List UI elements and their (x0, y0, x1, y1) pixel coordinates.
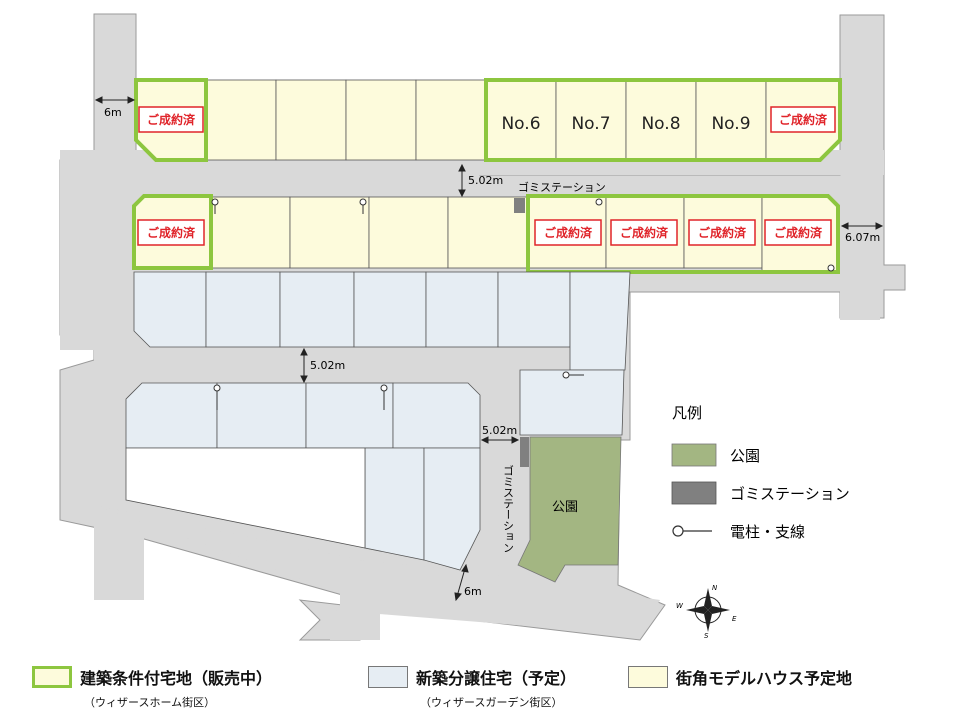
utility-poles (211, 198, 835, 410)
legend-garbage-swatch (671, 481, 717, 505)
condition-land-label: 建築条件付宅地（販売中） (80, 669, 273, 688)
lot-row4-2 (216, 382, 307, 449)
lot-top-4 (345, 79, 417, 161)
top-right-green-frame (484, 78, 842, 162)
lot-row2-4 (368, 196, 449, 269)
lot-row4-1 (125, 382, 218, 449)
legend-park-label: 公園 (730, 447, 760, 465)
compass-n: N (712, 584, 718, 592)
lot-number-8: No.8 (641, 114, 680, 134)
condition-land-sublabel: （ウィザースホーム街区） (84, 696, 216, 709)
legend-garbage-label: ゴミステーション (730, 485, 850, 503)
lot-number-7: No.7 (571, 114, 610, 134)
top-left-green-frame (134, 78, 208, 162)
sold-badge-row2-d: ご成約済 (774, 225, 823, 240)
lot-row2-3 (289, 196, 370, 269)
west-stub (60, 150, 100, 350)
south-road (94, 505, 660, 640)
lot-top-5 (415, 79, 487, 161)
sold-badge-row2-a: ご成約済 (544, 225, 593, 240)
lot-row4-5 (519, 369, 625, 436)
dim-east: 6.07m (845, 231, 880, 244)
garbage-station-mid (520, 437, 529, 467)
model-house-swatch (628, 666, 668, 688)
sold-badge-row2-b: ご成約済 (620, 225, 669, 240)
model-house-label: 街角モデルハウス予定地 (676, 669, 853, 688)
garbage-station-top (514, 198, 525, 213)
legend-park-swatch (671, 443, 717, 467)
lot-row4-4 (392, 382, 481, 449)
east-road (840, 200, 880, 320)
lot-row5-2 (423, 447, 481, 571)
dimension-markers (94, 96, 884, 602)
bottom-legend-condition-land: 建築条件付宅地（販売中） (32, 665, 272, 689)
lot-top-6 (485, 79, 557, 161)
lot-row3-6 (497, 271, 571, 348)
dim-inner: 5.02m (482, 424, 517, 437)
lot-row3-5 (425, 271, 499, 348)
top-row-lots (135, 79, 841, 161)
dim-west-top: 6m (104, 106, 122, 119)
sold-badge-top-right: ご成約済 (779, 112, 828, 127)
legend-pole-icon (672, 525, 712, 537)
lot-top-9 (695, 79, 767, 161)
lot-top-2 (205, 79, 277, 161)
row2-left-green-frame (132, 194, 213, 270)
new-house-label: 新築分譲住宅（予定） (416, 669, 577, 688)
sold-badge-top-left: ご成約済 (147, 112, 196, 127)
legend-title: 凡例 (672, 404, 702, 422)
condition-land-swatch (32, 666, 72, 688)
compass-s: S (704, 632, 709, 640)
compass-w: W (676, 602, 684, 610)
lot-row3-1 (133, 271, 207, 348)
bottom-legend-model-house: 街角モデルハウス予定地 (628, 665, 852, 689)
lot-row3-2 (205, 271, 281, 348)
second-row-lots (133, 196, 839, 273)
dim-mid-top: 5.02m (468, 174, 503, 187)
new-house-sublabel: （ウィザースガーデン街区） (420, 696, 563, 709)
lot-top-3 (275, 79, 347, 161)
lot-row2-2 (210, 196, 291, 269)
lot-row5-1 (364, 447, 425, 561)
sold-badge-row2-c: ご成約済 (698, 225, 747, 240)
park-area (517, 436, 622, 583)
legend-pole-label: 電柱・支線 (730, 523, 805, 541)
garbage-label-top: ゴミステーション (518, 180, 606, 194)
compass-icon: N E S W (676, 584, 737, 640)
lot-row4-3 (305, 382, 394, 449)
park-label: 公園 (552, 500, 578, 515)
garbage-label-vertical: ゴミステーション (502, 464, 515, 553)
compass-e: E (732, 615, 737, 623)
lot-row3-7 (569, 271, 631, 371)
bottom-legend-new-house: 新築分譲住宅（予定） (368, 665, 576, 689)
third-row-lots (133, 271, 631, 371)
new-house-swatch (368, 666, 408, 688)
empty-parcel (125, 447, 366, 549)
row2-right-green-frame (526, 194, 840, 274)
lot-row3-4 (353, 271, 427, 348)
sold-badge-row2-left: ご成約済 (147, 225, 196, 240)
lot-row3-3 (279, 271, 355, 348)
lot-top-8 (625, 79, 697, 161)
lot-number-9: No.9 (711, 114, 750, 134)
dim-mid-center: 5.02m (310, 359, 345, 372)
fifth-row-lots (364, 447, 481, 571)
dim-bottom: 6m (464, 585, 482, 598)
lot-number-6: No.6 (501, 114, 540, 134)
south-stub (340, 590, 380, 640)
sold-badges: ご成約済 ご成約済 ご成約済 ご成約済 ご成約済 ご成約済 ご成約済 (137, 106, 836, 246)
